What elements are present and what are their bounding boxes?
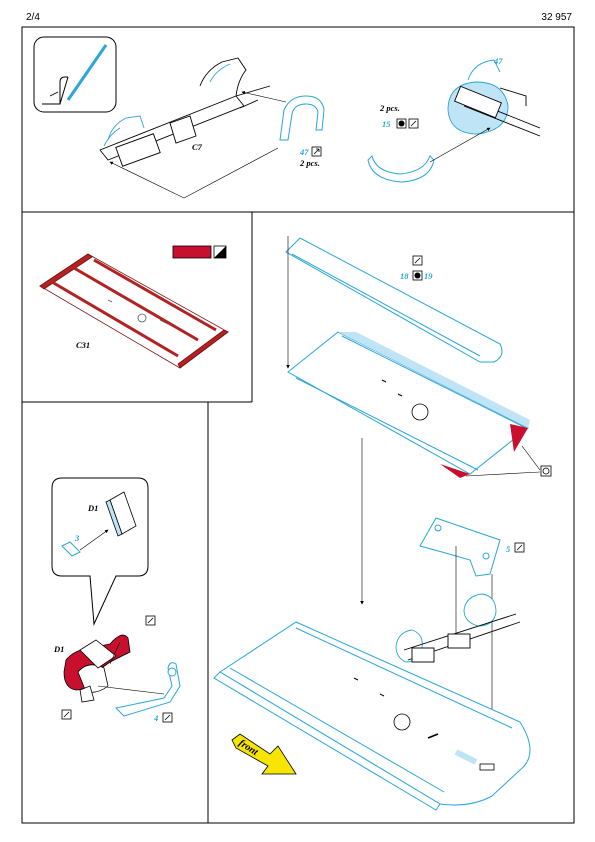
rivet-icon: [412, 270, 423, 281]
part-15-strap: [367, 155, 435, 183]
label-part-4: 4: [153, 713, 158, 723]
label-qty-left: 2 pcs.: [299, 158, 320, 168]
base-plate-upper: [287, 331, 530, 478]
label-part-47-right: 47: [493, 56, 503, 66]
label-part-47-left: 47: [299, 147, 309, 157]
fold-icon: [412, 255, 423, 266]
label-c7: C7: [192, 142, 203, 152]
front-arrow-icon: [231, 733, 297, 775]
paint-icon: [172, 245, 227, 259]
axle-assembly-left: [99, 57, 271, 167]
part-3-plate: [61, 541, 81, 557]
fold-icon: [514, 542, 525, 553]
label-part-15: 15: [382, 119, 391, 129]
bend-icon: [33, 36, 117, 113]
page-number: 2/4: [26, 12, 40, 23]
fold-icon: [311, 146, 322, 157]
fold-icon: [408, 118, 419, 129]
label-part-18: 18: [400, 271, 409, 281]
label-d1-main: D1: [53, 644, 64, 654]
kit-code: 32 957: [541, 12, 572, 23]
fold-icon: [145, 615, 156, 626]
rivet-icon: [396, 118, 407, 129]
label-c31: C31: [76, 340, 90, 350]
label-part-19: 19: [424, 271, 433, 281]
part-4-frame: [114, 662, 181, 717]
label-part-3: 3: [74, 533, 80, 543]
part-d1-assembly: [63, 634, 131, 703]
wheel-assembly-lower: [395, 593, 521, 663]
fold-icon: [61, 709, 72, 720]
part-d1-block: [105, 491, 137, 537]
part-5-bracket: [419, 517, 501, 577]
wheel-assembly-right: [447, 59, 541, 137]
rivet-icon: [540, 465, 552, 477]
part-18-19-rail: [285, 237, 503, 363]
part-47-bracket-left: [279, 95, 325, 141]
panel-frames: [21, 26, 575, 824]
label-qty-right: 2 pcs.: [379, 103, 400, 113]
plate-c31: [39, 253, 229, 369]
base-plate-lower: [213, 621, 531, 811]
fold-icon: [162, 712, 173, 723]
label-d1-callout: D1: [87, 503, 98, 513]
label-part-5: 5: [506, 544, 511, 554]
